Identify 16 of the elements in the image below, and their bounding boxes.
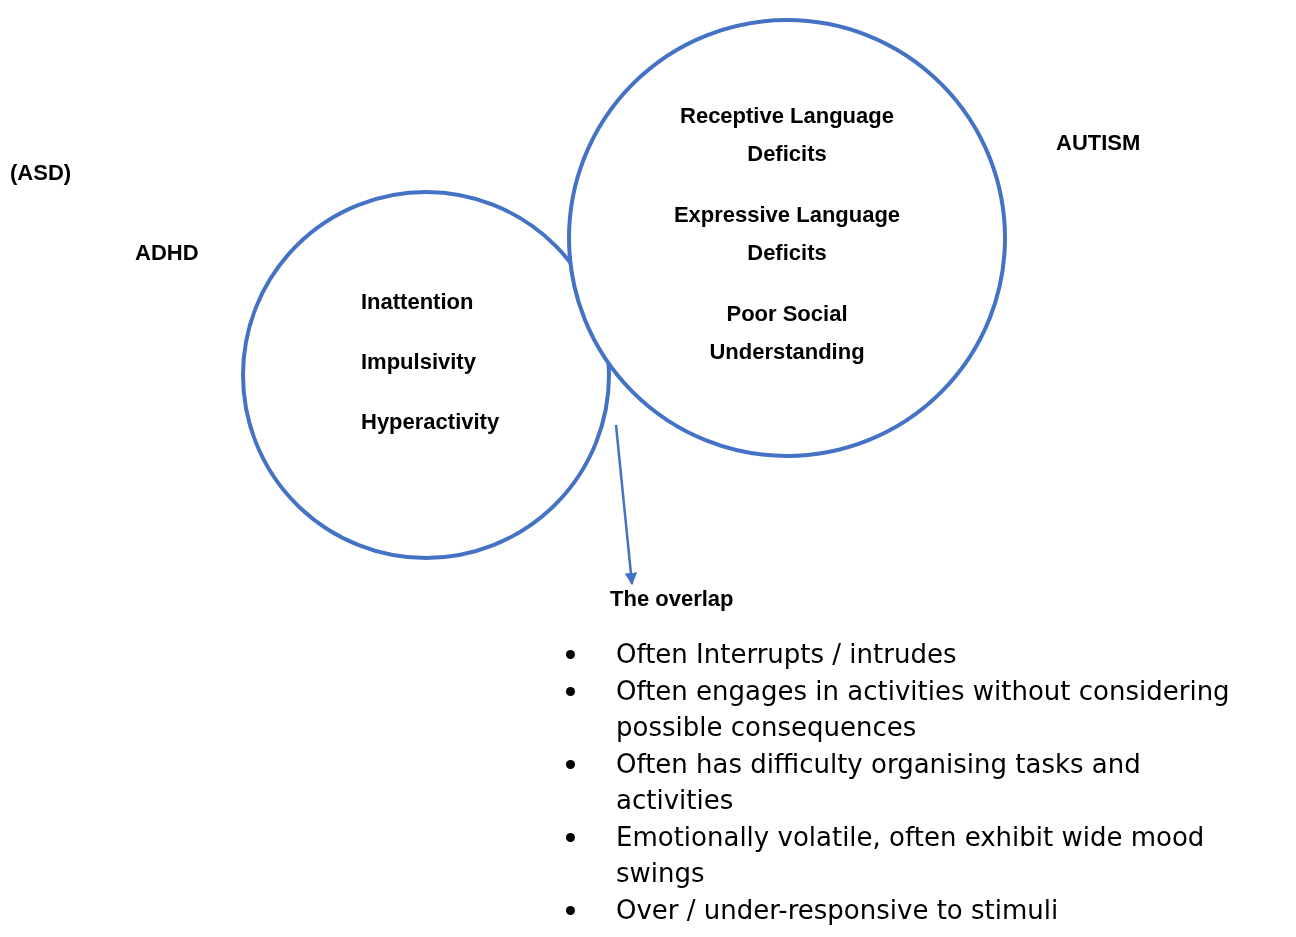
heading-text: The overlap: [610, 586, 734, 612]
bullet-text: Often engages in activities without considering possible consequences: [616, 675, 1230, 742]
category-label: ADHD: [135, 240, 199, 266]
bullet-text: Often Interrupts / intrudes: [616, 639, 957, 669]
category-label: AUTISM: [1056, 130, 1141, 156]
bullet-text: Emotionally volatile, often exhibit wide mood swings: [616, 821, 1205, 888]
category-label: (ASD): [10, 160, 72, 186]
bullet-text: Often has difficulty organising tasks and activities: [616, 748, 1141, 815]
circle-text: Poor Social Understanding: [708, 300, 866, 366]
circle-text: Impulsivity: [361, 348, 476, 376]
bullet-text: Over / under-responsive to stimuli: [616, 894, 1059, 925]
circle-text: Inattention: [361, 288, 474, 316]
arrow: [614, 424, 638, 586]
circle-text: Expressive Language Deficits: [672, 201, 902, 267]
circle-text: Hyperactivity: [361, 408, 500, 436]
circle-text: Receptive Language Deficits: [679, 102, 895, 168]
